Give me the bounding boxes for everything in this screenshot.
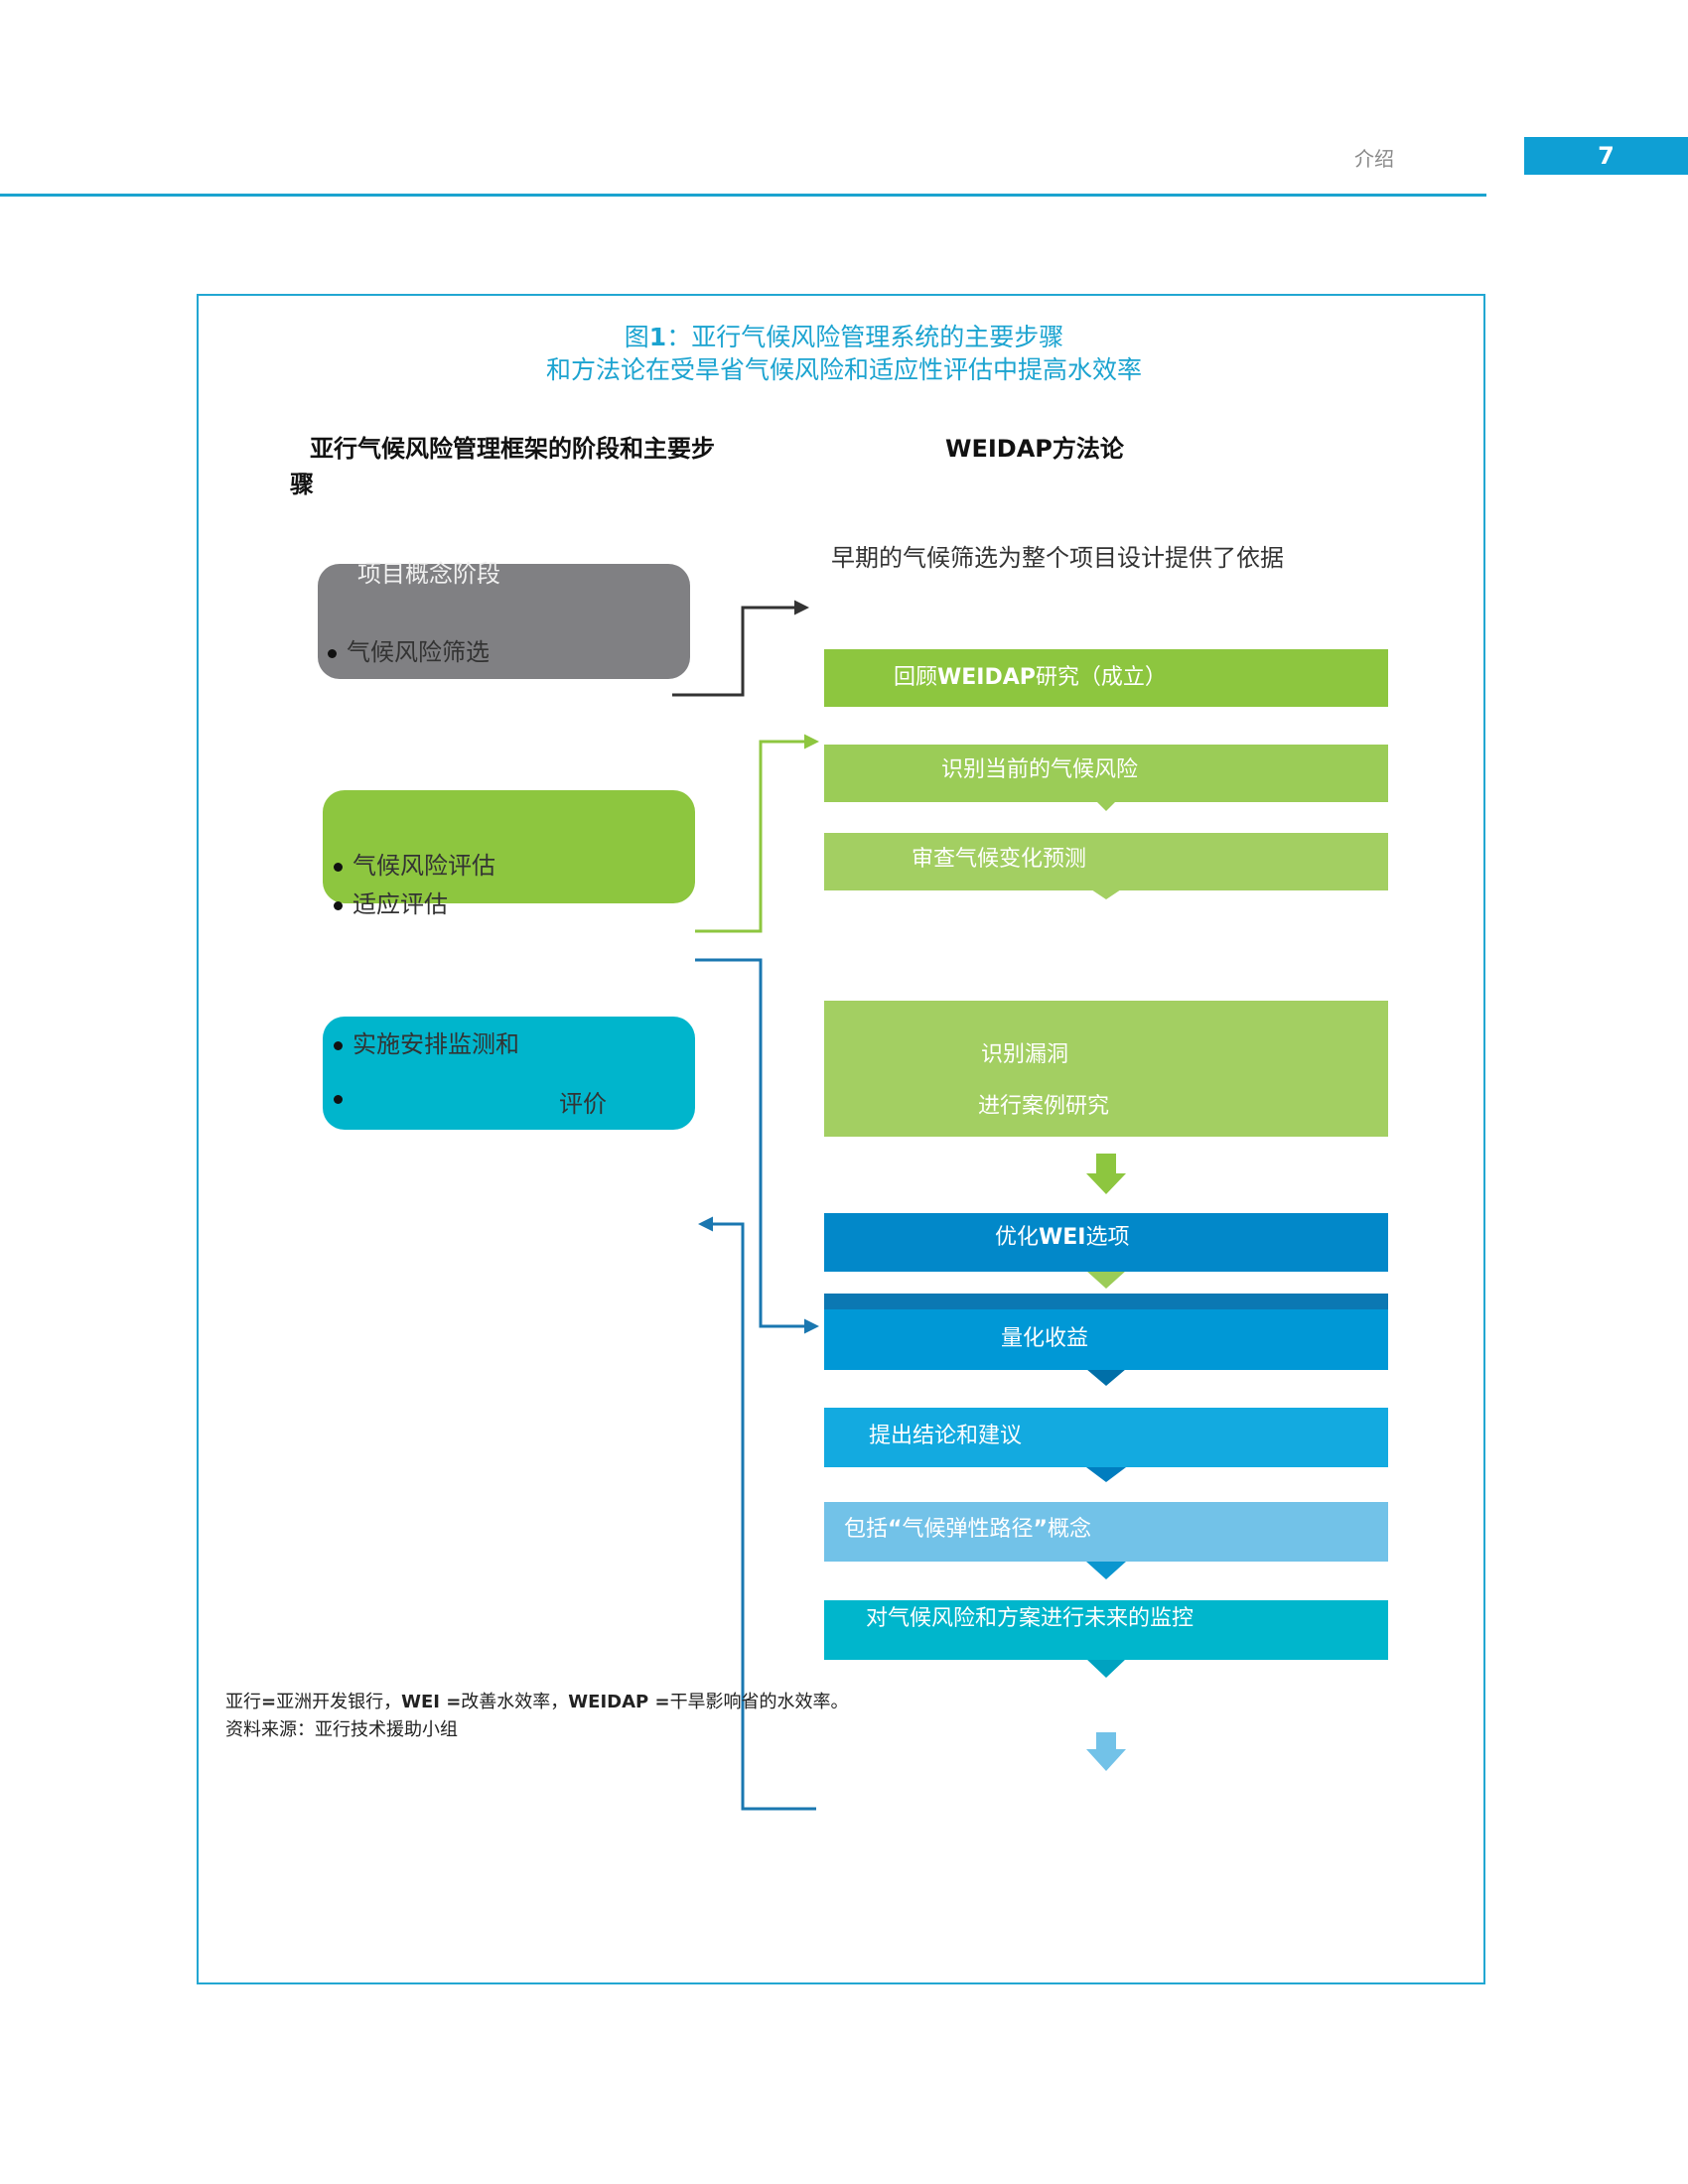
step-identify-gaps-label: 识别漏洞 (981, 1042, 1069, 1067)
figure-title: 图1：亚行气候风险管理系统的主要步骤 (397, 318, 1291, 353)
page-number-tab: 7 (1524, 137, 1688, 175)
stage-item (334, 1084, 352, 1112)
step-resilience-pathways-label: 包括“气候弹性路径”概念 (844, 1517, 1091, 1542)
step-case-study-label: 进行案例研究 (978, 1094, 1110, 1119)
figure-subtitle: 和方法论在受旱省气候风险和适应性评估中提高水效率 (545, 355, 1142, 384)
step-future-monitoring-label: 对气候风险和方案进行未来的监控 (866, 1606, 1195, 1631)
figure-title-text: ：亚行气候风险管理系统的主要步骤 (666, 323, 1064, 351)
pointer-triangle (1091, 889, 1121, 899)
figure-title-number: 1 (648, 323, 667, 351)
step-quantify-benefits-label: 量化收益 (1001, 1326, 1089, 1351)
pointer-triangle (1086, 1271, 1126, 1289)
footnote-abbreviations: 亚行=亚洲开发银行，WEI =改善水效率，WEIDAP =干旱影响省的水效率。 (225, 1692, 849, 1712)
step-review-projections (824, 833, 1388, 890)
stage-project-concept (318, 564, 690, 679)
bullet-icon (328, 649, 337, 658)
header-rule (0, 194, 1486, 197)
bullet-icon (334, 1041, 343, 1050)
step-quantify-benefits-band (824, 1294, 1388, 1309)
step-identify-gaps (824, 1001, 1388, 1137)
bullet-icon (334, 863, 343, 872)
figure-title-prefix: 图 (624, 323, 649, 351)
stage-implementation (323, 1017, 695, 1130)
methodology-intro: 早期的气候筛选为整个项目设计提供了依据 (831, 544, 1284, 572)
step-optimize-wei-label: 优化WEI选项 (995, 1225, 1130, 1250)
section-label: 介绍 (1354, 147, 1394, 171)
pointer-triangle (1086, 1659, 1126, 1678)
step-identify-risks-label: 识别当前的气候风险 (941, 757, 1139, 782)
pointer-triangle (1086, 1467, 1126, 1482)
implementation-connector-arrow (695, 958, 819, 1334)
left-column-heading-continued: 骤 (290, 471, 314, 498)
stage-assessment (323, 790, 695, 903)
step-conclusions (824, 1408, 1388, 1467)
pointer-triangle (1096, 801, 1116, 811)
stage-item-evaluation: 评价 (559, 1090, 607, 1118)
step-optimize-wei (824, 1213, 1388, 1272)
screening-connector-arrow (672, 600, 809, 697)
down-arrow-blue (1086, 1732, 1126, 1771)
step-future-monitoring (824, 1600, 1388, 1660)
pointer-triangle (1086, 1369, 1126, 1386)
step-conclusions-label: 提出结论和建议 (869, 1424, 1023, 1448)
step-resilience-pathways (824, 1502, 1388, 1562)
left-column-heading: 亚行气候风险管理框架的阶段和主要步 (310, 435, 715, 463)
stage-item: 气候风险筛选 (328, 632, 490, 667)
bullet-icon (334, 901, 343, 910)
stage-project-concept-title: 项目概念阶段 (357, 560, 500, 588)
right-column-heading: WEIDAP方法论 (945, 435, 1124, 463)
down-arrow-green (1086, 1154, 1126, 1194)
step-review-weidap-label: 回顾WEIDAP研究（成立） (894, 665, 1167, 690)
feedback-loop-arrow (698, 1216, 816, 1811)
step-identify-risks (824, 745, 1388, 802)
bullet-icon (334, 1095, 343, 1104)
stage-item: 实施安排监测和 (334, 1024, 519, 1059)
step-review-weidap (824, 649, 1388, 707)
stage-item: 适应评估 (334, 885, 448, 919)
figure-frame (197, 294, 1485, 1984)
stage-item: 气候风险评估 (334, 846, 495, 881)
footnote-source: 资料来源：亚行技术援助小组 (225, 1719, 458, 1740)
pointer-triangle (1086, 1562, 1126, 1579)
step-review-projections-label: 审查气候变化预测 (912, 847, 1087, 872)
assessment-connector-arrow (695, 734, 819, 933)
